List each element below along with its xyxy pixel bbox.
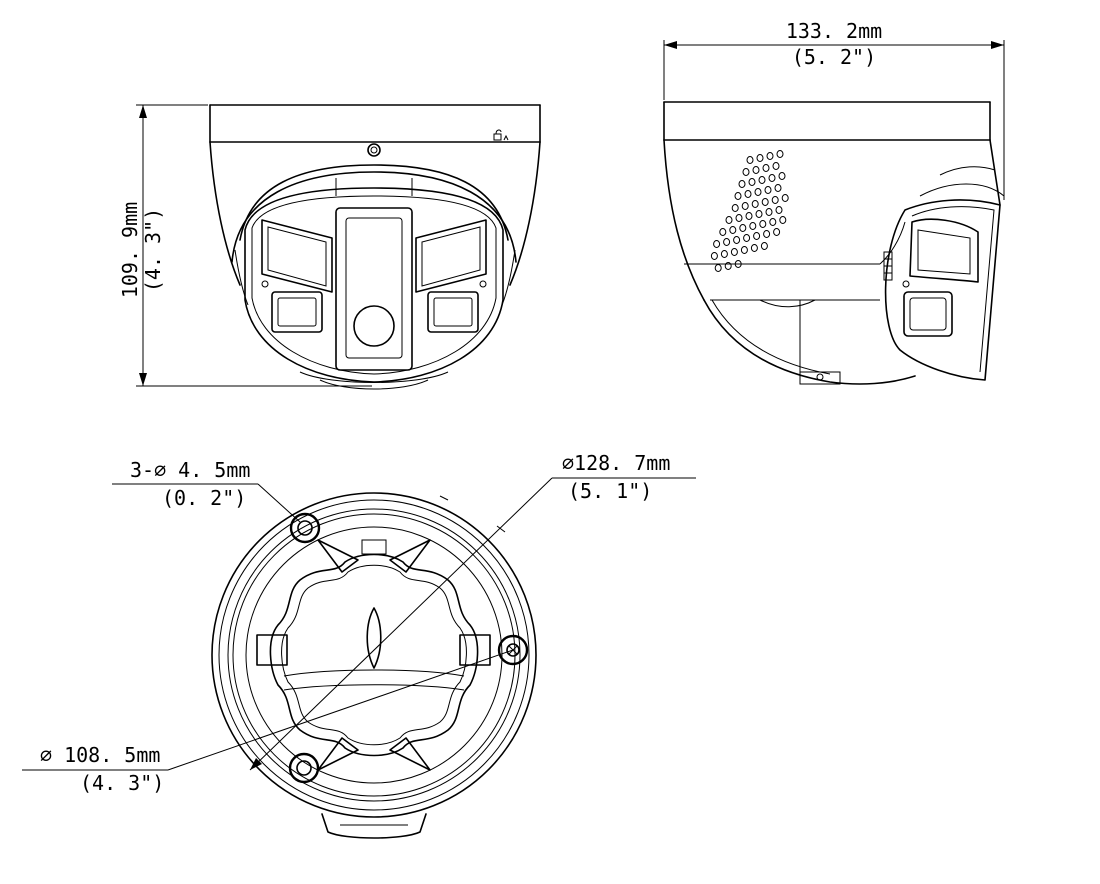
vent-hole: [744, 190, 752, 198]
vent-hole: [762, 164, 770, 172]
vent-hole: [758, 176, 766, 184]
hole-pitch-mm-label: ∅ 108. 5mm: [40, 743, 160, 767]
vent-hole: [771, 196, 779, 204]
vent-hole: [756, 154, 764, 162]
vent-hole: [754, 188, 762, 196]
hole-size-in-label: (0. 2"): [162, 486, 246, 510]
vent-hole: [746, 156, 754, 164]
bottom-view: [211, 492, 537, 839]
outer-diameter-mm-label: ∅128. 7mm: [562, 451, 670, 475]
vent-hole: [775, 206, 783, 214]
hole-size-mm-label: 3-∅ 4. 5mm: [130, 458, 250, 482]
vent-hole: [781, 194, 789, 202]
vent-hole: [740, 246, 748, 254]
vent-hole: [734, 192, 742, 200]
vent-hole: [755, 210, 763, 218]
vent-hole: [745, 212, 753, 220]
vent-hole: [724, 262, 732, 270]
vent-hole: [725, 216, 733, 224]
vent-hole: [720, 250, 728, 258]
vent-hole: [773, 228, 781, 236]
vent-hole: [734, 260, 742, 268]
vent-hole: [743, 234, 751, 242]
hole-pitch-in-label: (4. 3"): [80, 771, 164, 795]
vent-hole: [741, 202, 749, 210]
unlock-symbol-icon: [493, 129, 509, 141]
vent-hole: [779, 216, 787, 224]
vent-hole: [761, 198, 769, 206]
width-in-label: (5. 2"): [792, 45, 876, 69]
outer-diameter-in-label: (5. 1"): [568, 479, 652, 503]
vent-hole: [774, 184, 782, 192]
bottom-dimension-leaders: [22, 477, 696, 771]
vent-hole: [729, 226, 737, 234]
vent-hole: [753, 232, 761, 240]
vent-hole: [751, 200, 759, 208]
width-mm-label: 133. 2mm: [786, 19, 882, 43]
vent-hole: [772, 162, 780, 170]
vent-hole: [714, 264, 722, 272]
vent-hole: [719, 228, 727, 236]
vent-hole: [765, 208, 773, 216]
vent-hole: [730, 248, 738, 256]
vent-hole: [731, 204, 739, 212]
vent-hole: [752, 166, 760, 174]
vent-hole: [710, 252, 718, 260]
vent-hole: [760, 242, 768, 250]
vent-hole: [713, 240, 721, 248]
height-mm-label: 109. 9mm: [118, 202, 142, 298]
height-dimension: 109. 9mm (4. 3"): [118, 104, 372, 387]
vent-hole: [778, 172, 786, 180]
height-in-label: (4. 3"): [141, 208, 165, 292]
side-view: [663, 101, 1005, 385]
vent-hole: [733, 236, 741, 244]
vent-holes: [710, 150, 789, 272]
mount-hole-bottom-left: [288, 752, 320, 784]
vent-hole: [763, 230, 771, 238]
vent-hole: [764, 186, 772, 194]
vent-hole: [749, 222, 757, 230]
vent-hole: [742, 168, 750, 176]
vent-hole: [739, 224, 747, 232]
vent-hole: [723, 238, 731, 246]
width-dimension: 133. 2mm (5. 2"): [663, 19, 1005, 200]
vent-hole: [759, 220, 767, 228]
vent-hole: [769, 218, 777, 226]
vent-hole: [735, 214, 743, 222]
vent-hole: [776, 150, 784, 158]
vent-hole: [738, 180, 746, 188]
vent-hole: [748, 178, 756, 186]
front-view: [209, 104, 541, 390]
vent-hole: [750, 244, 758, 252]
mount-hole-top-left: [289, 512, 321, 544]
vent-hole: [768, 174, 776, 182]
vent-hole: [766, 152, 774, 160]
